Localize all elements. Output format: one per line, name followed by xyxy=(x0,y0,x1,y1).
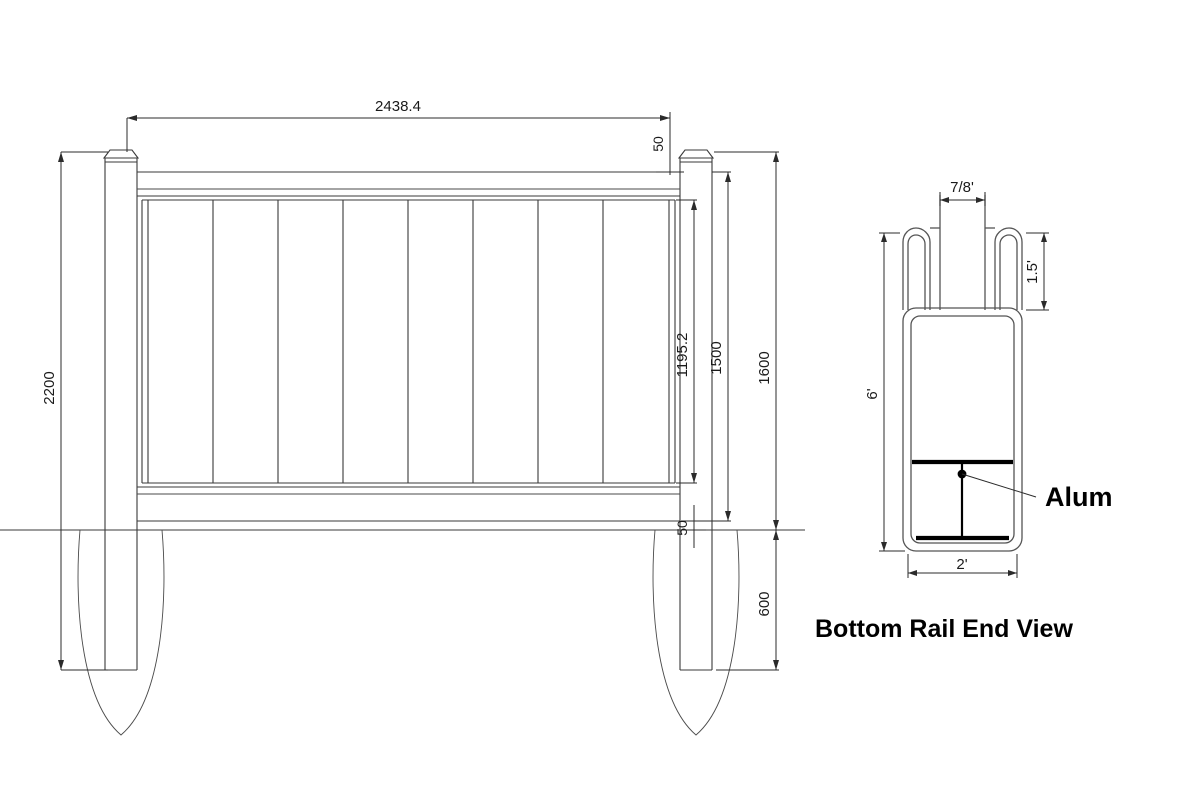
dim-label-overall-width: 2438.4 xyxy=(375,98,421,115)
dim-2-arrow-left xyxy=(908,570,917,576)
alum-label: Alum xyxy=(1045,482,1113,512)
rail-body-box xyxy=(902,307,1023,552)
slot-outer-right xyxy=(994,227,1023,310)
dimension-600: 600 xyxy=(716,530,779,671)
dimension-top-gap: 50 xyxy=(650,136,684,175)
rail-body-outer xyxy=(902,307,1023,552)
left-post-footing xyxy=(77,529,165,736)
dimension-bottom-gap: 50 xyxy=(674,505,706,548)
dimension-1600: 1600 xyxy=(714,151,779,530)
dim-2-arrow-right xyxy=(1008,570,1017,576)
left-post xyxy=(77,149,165,736)
dim-label-post-height: 2200 xyxy=(41,371,58,404)
slot-inner-right xyxy=(999,234,1018,310)
fence-elevation-view: 2438.4 50 2200 xyxy=(0,98,805,736)
dim-600-arrow-bottom xyxy=(773,660,779,670)
aluminum-insert: Alum xyxy=(912,459,1113,541)
dim-15-arrow-bottom xyxy=(1041,301,1047,310)
dim-1195-arrow-bottom xyxy=(691,473,697,483)
dim-2438-arrow-right xyxy=(660,115,670,121)
dim-78-arrow-right xyxy=(976,197,985,203)
dimension-post-height: 2200 xyxy=(41,151,108,671)
section-view-title: Bottom Rail End View xyxy=(815,615,1073,643)
dim-2438-arrow-left xyxy=(127,115,137,121)
dim-label-slot-height: 1.5' xyxy=(1024,260,1041,284)
dim-6-arrow-top xyxy=(881,233,887,242)
dim-1600-arrow-bottom xyxy=(773,520,779,530)
dimension-overall-width: 2438.4 xyxy=(126,98,671,152)
right-post-cap xyxy=(677,149,715,159)
slot-inner-left xyxy=(907,234,926,310)
alum-leader-line xyxy=(961,473,1037,498)
dim-label-1600: 1600 xyxy=(756,351,773,384)
dim-label-1500: 1500 xyxy=(708,341,725,374)
dim-label-picket-height: 1195.2 xyxy=(674,333,691,378)
dim-2200-arrow-bottom xyxy=(58,660,64,670)
dim-1500-arrow-top xyxy=(725,172,731,182)
dim-label-bottom-gap: 50 xyxy=(674,520,690,536)
dim-600-arrow-top xyxy=(773,530,779,540)
left-post-cap xyxy=(102,149,140,159)
dim-label-slot-width: 7/8' xyxy=(950,179,974,196)
dim-15-arrow-top xyxy=(1041,233,1047,242)
picket-panel xyxy=(141,199,676,484)
top-rail xyxy=(137,171,680,197)
dim-1195-arrow-top xyxy=(691,200,697,210)
dim-6-arrow-bottom xyxy=(881,542,887,551)
dim-78-arrow-left xyxy=(940,197,949,203)
bottom-rail xyxy=(137,486,680,522)
right-post-footing xyxy=(652,529,740,736)
bottom-rail-end-view: Alum 7/8' 1.5' xyxy=(815,179,1113,643)
rail-slot-channel xyxy=(902,192,1023,310)
dim-1600-arrow-top xyxy=(773,152,779,162)
dimension-slot-width: 7/8' xyxy=(939,179,986,206)
dim-label-body-width: 2' xyxy=(956,556,967,573)
dim-label-top-gap: 50 xyxy=(650,136,666,152)
dimension-body-height: 6' xyxy=(864,232,905,552)
dim-label-body-height: 6' xyxy=(864,388,881,399)
right-post xyxy=(652,149,740,736)
dim-label-600: 600 xyxy=(756,591,773,616)
dimension-body-width: 2' xyxy=(907,554,1018,578)
dimension-slot-height: 1.5' xyxy=(1024,232,1049,311)
dim-2200-arrow-top xyxy=(58,152,64,162)
dimension-1500: 1500 xyxy=(683,171,731,522)
dimension-picket-height: 1195.2 xyxy=(674,199,697,484)
dim-1500-arrow-bottom xyxy=(725,511,731,521)
slot-outer-left xyxy=(902,227,931,310)
rail-body-inner xyxy=(910,315,1015,544)
